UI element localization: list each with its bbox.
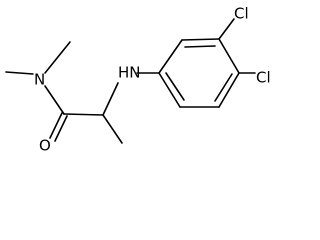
bond-amide-n-carbonyl <box>44 85 65 115</box>
bond-amide-n-methyl-top <box>44 41 71 74</box>
ring-bond-3 <box>218 38 240 74</box>
amine-nitrogen-label: HN <box>118 64 141 82</box>
chlorine-top-label: Cl <box>234 5 249 23</box>
ring-bond-4 <box>218 72 240 108</box>
bond-carbonyl-alpha <box>63 113 104 116</box>
ring-inner-double-1 <box>184 45 216 48</box>
structure-diagram: N HN O Cl Cl <box>5 4 271 155</box>
molecule-svg: N HN O Cl Cl <box>5 5 271 155</box>
ring-bond-2 <box>181 38 220 41</box>
bond-alpha-nh <box>102 82 119 116</box>
ring-bond-6 <box>158 72 181 108</box>
bond-carbonyl-double-2 <box>54 115 68 142</box>
atom-labels: N HN O Cl Cl <box>34 5 271 155</box>
bond-carbonyl-double-1 <box>49 112 63 139</box>
bonds-group <box>5 18 256 144</box>
bond-amide-n-methyl-left <box>5 71 34 75</box>
chlorine-right-label: Cl <box>256 69 271 87</box>
bond-alpha-methyl <box>102 114 123 144</box>
amide-nitrogen-label: N <box>34 71 45 89</box>
bond-ring-cl-top <box>218 18 235 40</box>
ring-bond-1 <box>158 39 183 74</box>
oxygen-label: O <box>39 137 51 155</box>
ring-inner-double-3 <box>165 72 185 101</box>
ring-inner-double-2 <box>214 73 233 102</box>
